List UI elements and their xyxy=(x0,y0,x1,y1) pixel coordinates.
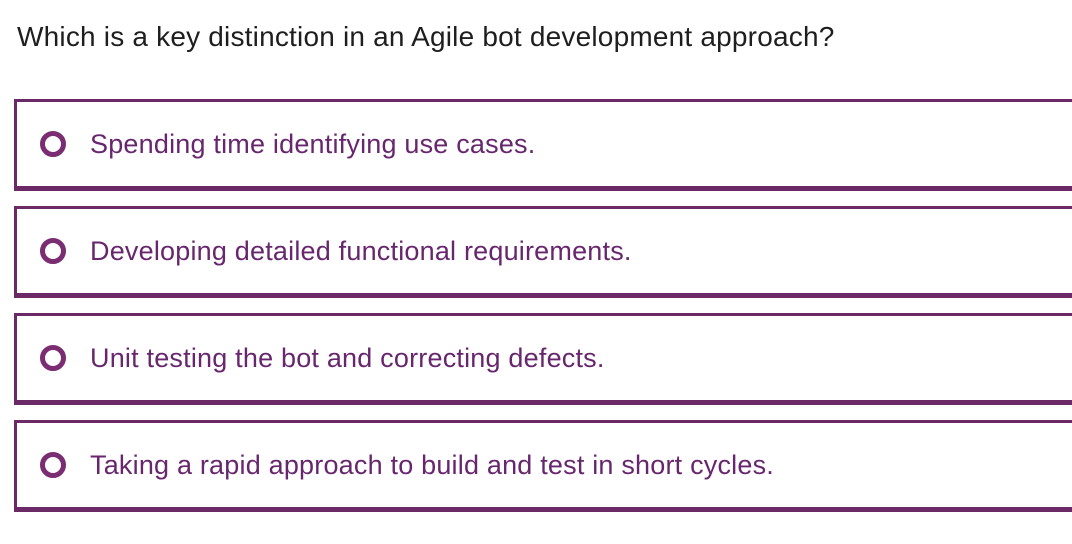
answer-option-label: Taking a rapid approach to build and tes… xyxy=(90,450,774,480)
answer-options-list: Spending time identifying use cases. Dev… xyxy=(0,99,1072,512)
radio-unselected-icon[interactable] xyxy=(40,238,66,264)
radio-unselected-icon[interactable] xyxy=(40,345,66,371)
answer-option-4[interactable]: Taking a rapid approach to build and tes… xyxy=(14,420,1072,512)
answer-option-2[interactable]: Developing detailed functional requireme… xyxy=(14,206,1072,298)
answer-option-3[interactable]: Unit testing the bot and correcting defe… xyxy=(14,313,1072,405)
answer-option-label: Unit testing the bot and correcting defe… xyxy=(90,343,605,373)
radio-unselected-icon[interactable] xyxy=(40,452,66,478)
answer-option-1[interactable]: Spending time identifying use cases. xyxy=(14,99,1072,191)
radio-unselected-icon[interactable] xyxy=(40,131,66,157)
answer-option-label: Spending time identifying use cases. xyxy=(90,129,536,159)
question-text: Which is a key distinction in an Agile b… xyxy=(17,21,835,52)
answer-option-label: Developing detailed functional requireme… xyxy=(90,236,632,266)
